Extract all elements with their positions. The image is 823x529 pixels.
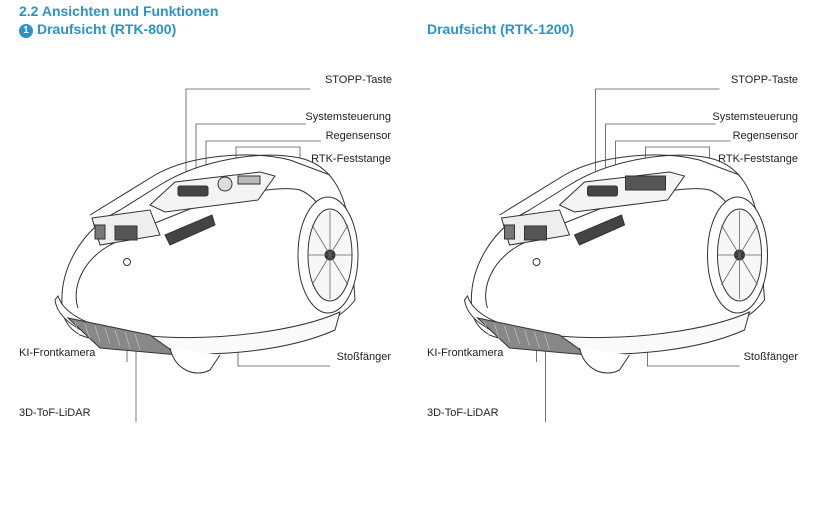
left-label-rtk-pole: RTK-Feststange	[311, 153, 391, 165]
left-label-rain-sensor: Regensensor	[325, 130, 391, 142]
left-label-front-camera: KI-Frontkamera	[19, 347, 96, 359]
right-mower-diagram	[463, 88, 768, 422]
section-title: 2.2 Ansichten und Funktionen	[19, 3, 219, 19]
right-label-rain-sensor: Regensensor	[732, 130, 798, 142]
right-label-rtk-pole: RTK-Feststange	[718, 153, 798, 165]
left-label-system-control: Systemsteuerung	[305, 111, 391, 123]
left-label-bumper: Stoßfänger	[336, 351, 391, 363]
right-label-front-camera: KI-Frontkamera	[427, 347, 504, 359]
right-label-bumper: Stoßfänger	[743, 351, 798, 363]
right-label-lidar: 3D-ToF-LiDAR	[427, 407, 499, 419]
number-badge: 1	[19, 24, 33, 38]
right-label-stop-key: STOPP-Taste	[730, 74, 798, 86]
left-mower-diagram	[54, 88, 359, 422]
left-view-title-text: Draufsicht (RTK-800)	[37, 21, 177, 37]
right-view-title: Draufsicht (RTK-1200)	[427, 21, 575, 37]
left-label-stop-key: STOPP-Taste	[324, 74, 392, 86]
right-label-system-control: Systemsteuerung	[712, 111, 798, 123]
left-label-lidar: 3D-ToF-LiDAR	[19, 407, 91, 419]
left-view-title: 1 Draufsicht (RTK-800)	[19, 21, 176, 38]
